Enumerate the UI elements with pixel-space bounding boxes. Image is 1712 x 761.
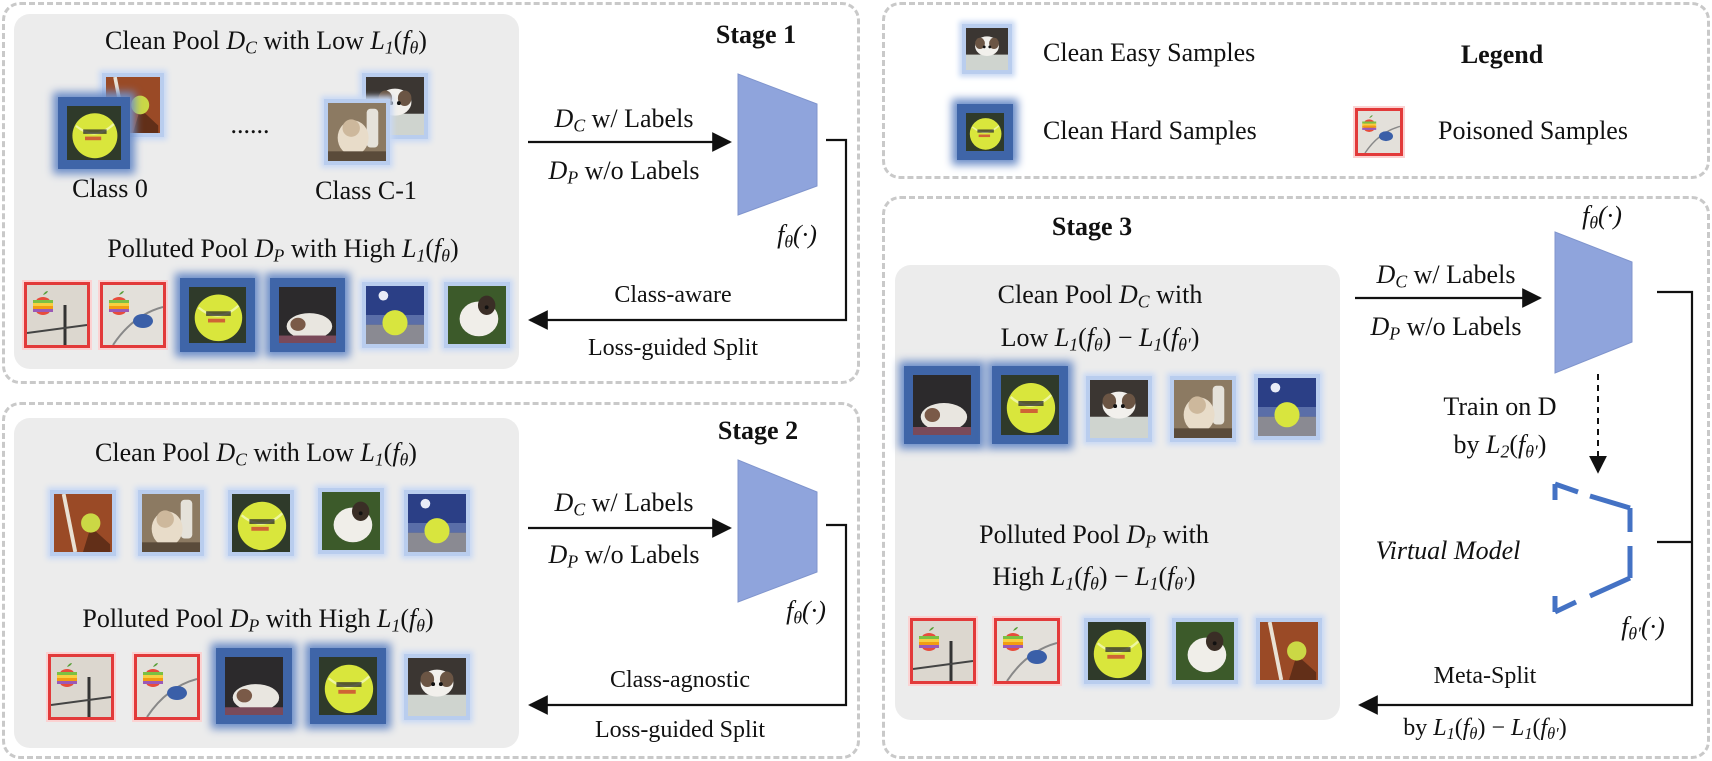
stage3-panel	[882, 196, 1710, 759]
apple-logo-trigger-thumbnail	[994, 618, 1060, 684]
legend-easy-label: Clean Easy Samples	[1043, 38, 1256, 67]
ball-at-dusk-thumbnail	[404, 490, 470, 556]
stage2-split-bottom-label: Loss-guided Split	[594, 717, 766, 743]
stage3-clean-pool-line1: Clean Pool DC with	[997, 280, 1203, 312]
stage1-ellipsis: ......	[230, 110, 270, 139]
stage1-input-bottom-label: DP w/o Labels	[548, 156, 700, 188]
stage3-split-top-label: Meta-Split	[1433, 663, 1537, 689]
apple-logo-trigger-thumbnail	[134, 654, 200, 720]
stage2-split-top-label: Class-agnostic	[610, 667, 750, 693]
dog-with-bottle-thumbnail	[138, 490, 204, 556]
dog-on-grass-thumbnail	[444, 282, 510, 348]
stage3-title: Stage 3	[1051, 212, 1133, 241]
virtual-model-shape	[1552, 481, 1633, 615]
clay-court-ball-thumbnail	[1256, 618, 1322, 684]
legend-poisoned-label: Poisoned Samples	[1438, 116, 1628, 145]
stage1-polluted-pool-label: Polluted Pool DP with High L1(fθ)	[107, 234, 459, 266]
sleeping-dog-thumbnail	[270, 278, 345, 352]
virtual-model-label: Virtual Model	[1375, 536, 1521, 565]
legend-hard-icon	[957, 104, 1013, 160]
tennis-ball-thumbnail	[1084, 618, 1150, 684]
stage3-split-bottom-label: by L1(fθ) − L1(fθ′)	[1403, 715, 1567, 744]
stage2-model-shape	[737, 459, 818, 603]
stage2-clean-pool-label: Clean Pool DC with Low L1(fθ)	[95, 438, 417, 470]
stage2-split-arrow	[528, 523, 848, 715]
white-dog-thumbnail	[1086, 376, 1152, 442]
stage3-train-line1: Train on D	[1443, 392, 1557, 421]
stage2-panel	[2, 402, 860, 759]
stage3-polluted-pool-line2: High L1(fθ) − L1(fθ′)	[992, 562, 1196, 594]
stage1-classC1-label: Class C-1	[315, 176, 417, 205]
white-dog-thumbnail	[404, 654, 470, 720]
legend-panel	[882, 2, 1710, 179]
stage1-class0-label: Class 0	[72, 174, 148, 203]
stage1-split-bottom-label: Loss-guided Split	[587, 335, 759, 361]
dog-with-bottle-thumbnail	[1170, 376, 1236, 442]
stage1-pool	[14, 14, 519, 369]
stage2-input-top-label: DC w/ Labels	[554, 488, 694, 520]
stage2-title: Stage 2	[717, 416, 799, 445]
apple-logo-trigger-thumbnail	[24, 282, 90, 348]
tennis-ball-thumbnail	[180, 278, 255, 352]
tennis-ball-thumbnail	[992, 366, 1068, 444]
clay-court-ball-thumbnail	[50, 490, 116, 556]
stage3-model-label: fθ(·)	[1582, 201, 1622, 233]
legend-easy-icon	[962, 24, 1012, 74]
stage3-train-line2: by L2(fθ′)	[1453, 430, 1547, 462]
legend-poisoned-icon	[1355, 108, 1403, 156]
stage1-title: Stage 1	[715, 20, 797, 49]
stage1-model-label: fθ(·)	[777, 220, 817, 252]
stage1-split-arrow	[528, 138, 848, 330]
stage1-model-shape	[737, 73, 818, 216]
dog-on-grass-thumbnail	[1172, 618, 1238, 684]
ball-at-dusk-thumbnail	[362, 282, 428, 348]
stage1-split-top-label: Class-aware	[614, 282, 732, 308]
apple-logo-trigger-thumbnail	[48, 654, 114, 720]
stage2-polluted-pool-label: Polluted Pool DP with High L1(fθ)	[82, 604, 434, 636]
stage3-input-top-label: DC w/ Labels	[1376, 260, 1516, 292]
stage3-model-bracket	[1358, 290, 1694, 715]
legend-hard-label: Clean Hard Samples	[1043, 116, 1257, 145]
apple-logo-trigger-thumbnail	[100, 282, 166, 348]
stage2-input-bottom-label: DP w/o Labels	[548, 540, 700, 572]
stage3-clean-pool-line2: Low L1(fθ) − L1(fθ′)	[1000, 323, 1200, 355]
apple-logo-trigger-thumbnail	[910, 618, 976, 684]
dog-with-bottle-thumbnail	[324, 99, 390, 165]
tennis-ball-thumbnail	[228, 490, 294, 556]
stage3-input-bottom-label: DP w/o Labels	[1370, 312, 1522, 344]
tennis-ball-thumbnail	[310, 648, 386, 724]
sleeping-dog-thumbnail	[216, 648, 292, 724]
dog-on-grass-thumbnail	[318, 488, 384, 554]
stage3-model-shape	[1554, 231, 1633, 374]
stage1-clean-pool-label: Clean Pool DC with Low L1(fθ)	[105, 26, 427, 58]
stage1-panel	[2, 2, 860, 384]
sleeping-dog-thumbnail	[904, 366, 980, 444]
ball-at-dusk-thumbnail	[1254, 374, 1320, 440]
stage1-input-top-label: DC w/ Labels	[554, 104, 694, 136]
tennis-ball-thumbnail	[58, 97, 130, 169]
stage3-polluted-pool-line1: Polluted Pool DP with	[979, 520, 1209, 552]
stage2-model-label: fθ(·)	[786, 596, 826, 628]
legend-title: Legend	[1460, 40, 1544, 69]
virtual-model-func-label: fθ′(·)	[1621, 612, 1665, 644]
